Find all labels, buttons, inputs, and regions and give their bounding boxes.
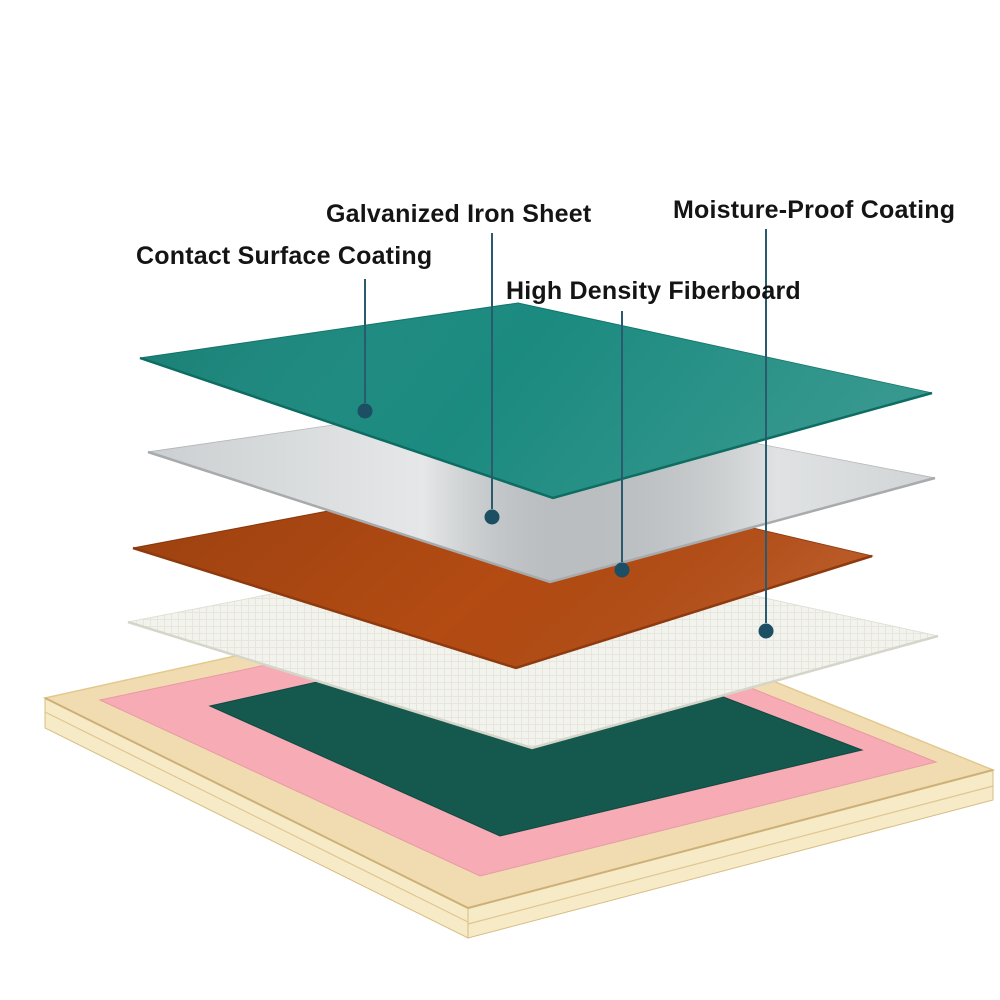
wood-grain-lines — [44, 711, 994, 925]
label-galvanized-iron-sheet: Galvanized Iron Sheet — [326, 200, 592, 228]
galvanized-edge — [147, 450, 936, 584]
label-high-density-fiberboard: High Density Fiberboard — [506, 277, 801, 305]
contact-surface-shading — [140, 303, 932, 498]
anchor-dots — [357, 403, 774, 639]
leader-lines — [364, 229, 767, 623]
dot-galvanized — [484, 509, 500, 525]
moisture-proof-edge — [127, 620, 939, 750]
dot-moisture — [758, 623, 774, 639]
dot-fiberboard — [614, 562, 630, 578]
label-moisture-proof-coating: Moisture-Proof Coating — [673, 196, 956, 224]
dot-contact-surface — [357, 403, 373, 419]
fiberboard-edge — [132, 546, 873, 670]
contact-surface-coating-layer — [139, 302, 933, 500]
label-contact-surface-coating: Contact Surface Coating — [136, 242, 433, 270]
contact-surface-edge — [139, 356, 933, 500]
wood-front-edge — [44, 697, 994, 910]
